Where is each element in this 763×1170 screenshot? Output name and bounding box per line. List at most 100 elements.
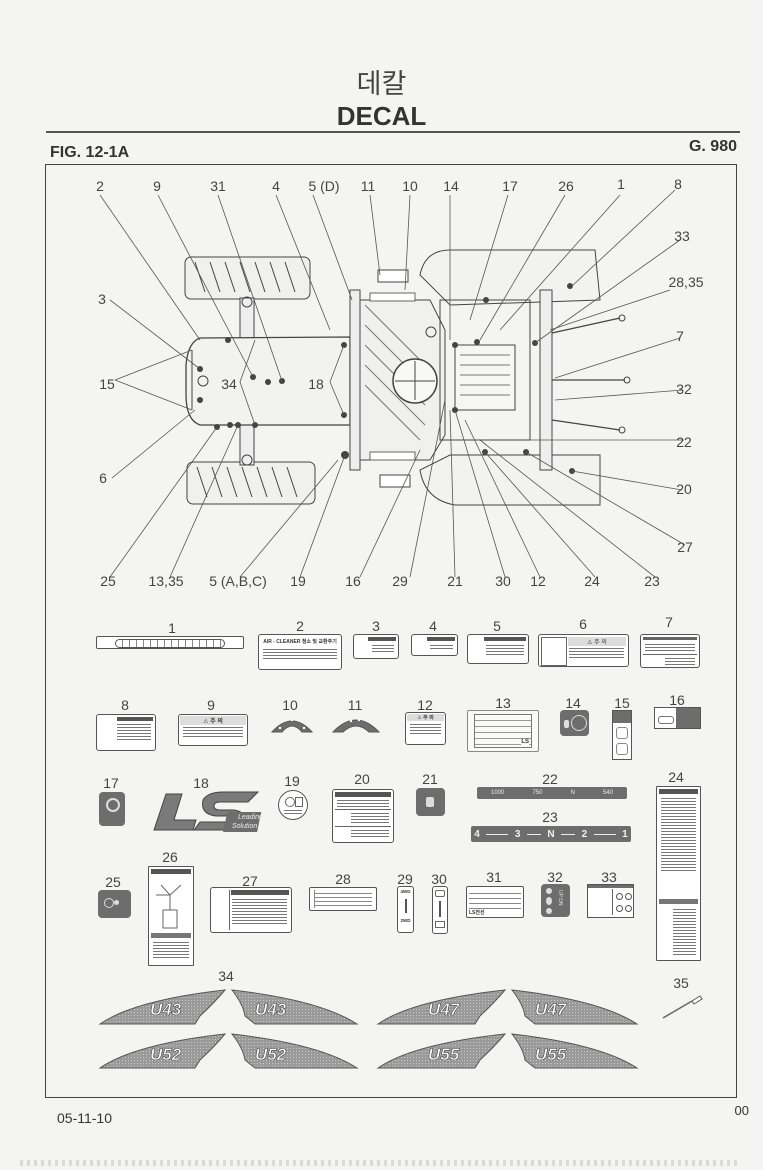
decal-number-17: 17	[103, 775, 119, 791]
callout-6: 6	[99, 470, 107, 486]
decal-1-throttle-strip	[96, 636, 244, 649]
decal-number-31: 31	[486, 869, 502, 885]
decal-31-brand: LS전선	[469, 910, 485, 916]
decal-23-mark: 4	[474, 828, 480, 840]
decal-7-warning	[640, 634, 700, 668]
callout-5d: 5 (D)	[308, 178, 340, 194]
callout-32: 32	[676, 381, 692, 397]
decal-number-20: 20	[354, 771, 370, 787]
decal-23-mark: N	[547, 828, 555, 840]
callout-7: 7	[676, 328, 684, 344]
badge-label: U47	[535, 1000, 567, 1020]
decal-21-symbol	[416, 788, 445, 816]
decal-22-mark: N	[570, 790, 575, 796]
decal-number-12: 12	[417, 697, 433, 713]
badge-label: U52	[255, 1045, 287, 1065]
footer-page-number: 00	[734, 1103, 749, 1118]
decal-number-4: 4	[429, 618, 437, 634]
decal-29-4wd-2wd: 4WD 2WD	[397, 886, 414, 933]
badge-u43-left	[98, 989, 227, 1025]
callout-24: 24	[584, 573, 600, 589]
decal-16-symbol	[654, 707, 701, 729]
decal-31-spec-plate: LS전선	[466, 886, 524, 918]
decal-18-tagline-2: Solution	[232, 823, 258, 830]
callout-4: 4	[272, 178, 280, 194]
callout-17: 17	[502, 178, 518, 194]
tractor-diagram	[99, 189, 686, 578]
decal-number-6: 6	[579, 616, 587, 632]
decal-number-5: 5	[493, 618, 501, 634]
decal-2-text: AIR - CLEANER 청소 및 교환주기	[263, 639, 337, 645]
badge-u52-right	[230, 1033, 359, 1069]
figure-frame	[45, 164, 737, 1098]
group-number: G. 980	[688, 138, 737, 155]
decal-number-30: 30	[431, 871, 447, 887]
decal-number-26: 26	[162, 849, 178, 865]
callout-13-35: 13,35	[148, 573, 184, 589]
callout-leaders	[99, 189, 686, 578]
badge-u47-right	[510, 989, 639, 1025]
decal-number-16: 16	[669, 692, 685, 708]
callout-2: 2	[96, 178, 104, 194]
decal-number-14: 14	[565, 695, 581, 711]
callout-3: 3	[98, 291, 106, 307]
callout-27: 27	[677, 539, 693, 555]
decal-28-spec-plate	[309, 887, 377, 911]
badge-label: U55	[428, 1045, 460, 1065]
decal-32-text: UP DN	[557, 890, 563, 906]
callout-10: 10	[402, 178, 418, 194]
decal-23-mark: 2	[581, 828, 588, 840]
decal-25-symbol	[98, 890, 131, 918]
decal-number-9: 9	[207, 697, 215, 713]
callout-31: 31	[210, 178, 226, 194]
callout-19: 19	[290, 573, 306, 589]
callout-21: 21	[447, 573, 463, 589]
decal-4-warning	[411, 634, 458, 656]
decal-number-11: 11	[347, 697, 363, 713]
badge-label: U47	[428, 1000, 460, 1020]
callout-9: 9	[153, 178, 161, 194]
decal-number-34: 34	[218, 968, 234, 984]
decal-number-24: 24	[668, 769, 684, 785]
decal-number-18: 18	[193, 775, 209, 791]
decal-number-8: 8	[121, 697, 129, 713]
badge-u52-left	[98, 1033, 227, 1069]
front-right-tyre	[186, 461, 316, 505]
callout-14: 14	[443, 178, 459, 194]
callout-22: 22	[676, 434, 692, 450]
decal-30-symbol	[432, 886, 448, 934]
badge-label: U52	[150, 1045, 182, 1065]
callout-12: 12	[530, 573, 546, 589]
decal-15-symbol	[612, 710, 632, 760]
decal-26-diagram	[156, 884, 182, 929]
decal-13-serial-plate: LS	[467, 710, 539, 752]
decal-number-33: 33	[601, 869, 617, 885]
decal-number-27: 27	[242, 873, 258, 889]
callout-29: 29	[392, 573, 408, 589]
decal-32-updn: UP DN	[541, 884, 570, 917]
decal-22-range-strip: 1000 750 N 540	[477, 787, 627, 799]
badge-label: U43	[255, 1000, 287, 1020]
badge-u55-right	[510, 1033, 639, 1069]
callout-16: 16	[345, 573, 361, 589]
decal-35-pin	[662, 995, 703, 1019]
decal-number-1: 1	[168, 620, 176, 636]
decal-number-10: 10	[282, 697, 298, 713]
decal-17-symbol	[99, 792, 125, 826]
badge-u47-left	[376, 989, 507, 1025]
decal-2-air-cleaner: AIR - CLEANER 청소 및 교환주기	[258, 634, 342, 670]
decal-24-instructions	[656, 786, 701, 961]
decal-34-model-badges	[98, 989, 639, 1069]
decal-6-caution: ⚠ 주 의	[538, 634, 629, 667]
callout-8: 8	[674, 176, 682, 192]
rear-left-fender	[419, 249, 601, 306]
page-title-korean: 데칼	[356, 69, 407, 100]
seat	[454, 344, 516, 411]
decal-18-ls-logo	[153, 791, 262, 832]
decal-23-gear-strip: 4 3 N 2 1	[471, 826, 631, 842]
decal-9-caution: ⚠ 주 의	[178, 714, 248, 746]
callout-28-35: 28,35	[668, 274, 704, 290]
decal-29-top: 4WD	[400, 889, 411, 894]
decal-12-text: ⚠ 주 의	[407, 714, 444, 721]
decal-number-19: 19	[284, 773, 300, 789]
